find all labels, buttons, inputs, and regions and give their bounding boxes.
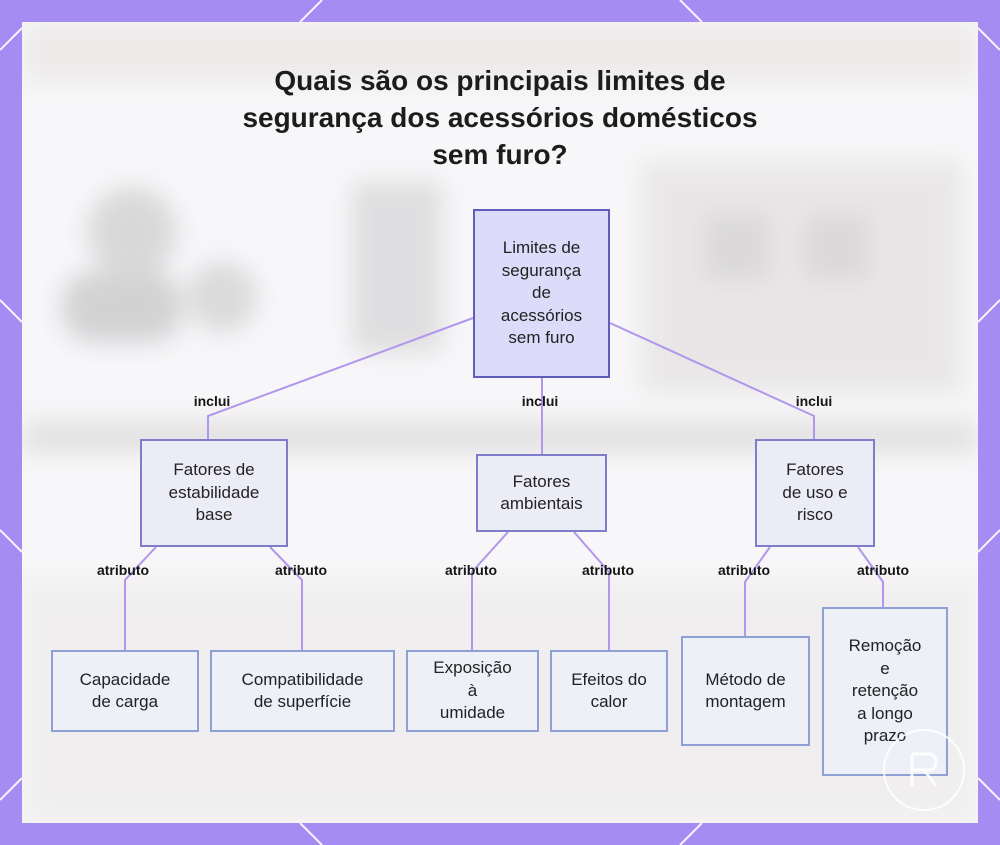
- edge-label-atributo-4: atributo: [581, 562, 635, 578]
- diagram-panel: Quais são os principais limites de segur…: [22, 22, 978, 823]
- edge-cat1-attr1: [124, 546, 157, 650]
- edge-label-inclui-1: inclui: [193, 393, 231, 409]
- attribute-node-humidity-exposure: Exposição à umidade: [406, 650, 539, 732]
- edge-label-atributo-1: atributo: [96, 562, 150, 578]
- edge-cat1-attr2: [269, 546, 303, 650]
- edge-label-atributo-2: atributo: [274, 562, 328, 578]
- attribute-node-surface-compatibility: Compatibilidade de superfície: [210, 650, 395, 732]
- category-node-stability: Fatores de estabilidade base: [140, 439, 288, 547]
- root-node: Limites de segurança de acessórios sem f…: [473, 209, 610, 378]
- watermark-logo-icon: [883, 729, 965, 811]
- edge-label-atributo-3: atributo: [444, 562, 498, 578]
- edge-cat3-attr1: [744, 546, 771, 636]
- edge-label-inclui-2: inclui: [521, 393, 559, 409]
- attribute-node-long-term-removal: Remoção e retenção a longo prazo: [822, 607, 948, 776]
- category-node-usage-risk: Fatores de uso e risco: [755, 439, 875, 547]
- attribute-node-load-capacity: Capacidade de carga: [51, 650, 199, 732]
- edge-label-atributo-5: atributo: [717, 562, 771, 578]
- edge-label-inclui-3: inclui: [795, 393, 833, 409]
- edge-root-cat1: [207, 317, 474, 439]
- connector-lines: [124, 317, 884, 650]
- edge-cat2-attr2: [573, 531, 610, 650]
- edge-root-cat3: [609, 322, 815, 439]
- page-title: Quais são os principais limites de segur…: [242, 65, 758, 170]
- attribute-node-heat-effects: Efeitos do calor: [550, 650, 668, 732]
- category-node-environment: Fatores ambientais: [476, 454, 607, 532]
- edge-cat2-attr1: [471, 531, 509, 650]
- attribute-node-mounting-method: Método de montagem: [681, 636, 810, 746]
- edge-cat3-attr2: [857, 546, 884, 607]
- edge-label-atributo-6: atributo: [856, 562, 910, 578]
